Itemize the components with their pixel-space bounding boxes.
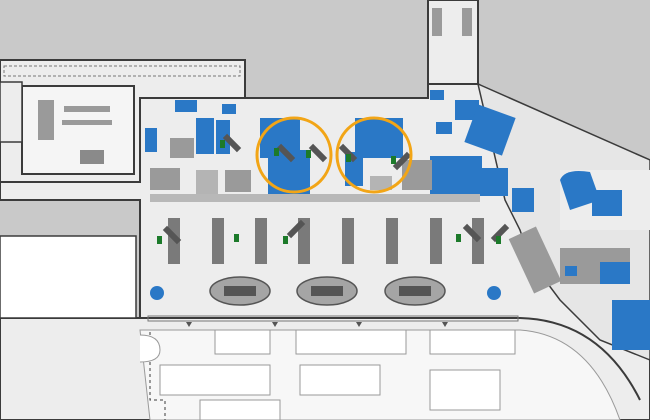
east-wing xyxy=(476,82,650,361)
oval-islands xyxy=(150,276,501,306)
lower-level xyxy=(139,329,621,420)
sign-icon xyxy=(496,236,501,244)
escalator-icon xyxy=(490,223,510,243)
sign-icon xyxy=(391,156,396,164)
sign-icon xyxy=(346,154,351,162)
escalator-icon xyxy=(162,225,182,245)
sign-icon xyxy=(306,150,311,158)
escalator-icon xyxy=(308,143,328,163)
escalator-icon xyxy=(338,143,358,163)
sign-icon xyxy=(283,236,288,244)
escalators xyxy=(162,133,510,245)
sign-icon xyxy=(234,234,239,242)
sign-icon xyxy=(157,236,162,244)
escalator-icon xyxy=(222,133,242,153)
door-icon xyxy=(442,322,448,327)
information-signs[interactable] xyxy=(157,140,501,244)
door-icon xyxy=(272,322,278,327)
sign-icon xyxy=(456,234,461,242)
sign-icon xyxy=(220,140,225,148)
escalator-icon xyxy=(392,151,412,171)
door-icon xyxy=(186,322,192,327)
north-corridor xyxy=(427,0,479,97)
service-blocks xyxy=(150,138,480,202)
door-markers xyxy=(147,315,519,327)
escalator-icon xyxy=(276,143,296,163)
escalator-icon xyxy=(286,219,306,239)
highlight-markers[interactable] xyxy=(255,116,413,194)
highlight-circle-left xyxy=(255,116,333,194)
door-icon xyxy=(356,322,362,327)
escalator-icon xyxy=(462,223,482,243)
sign-icon xyxy=(274,148,279,156)
shop-areas xyxy=(145,90,622,216)
highlight-circle-right xyxy=(335,116,413,194)
